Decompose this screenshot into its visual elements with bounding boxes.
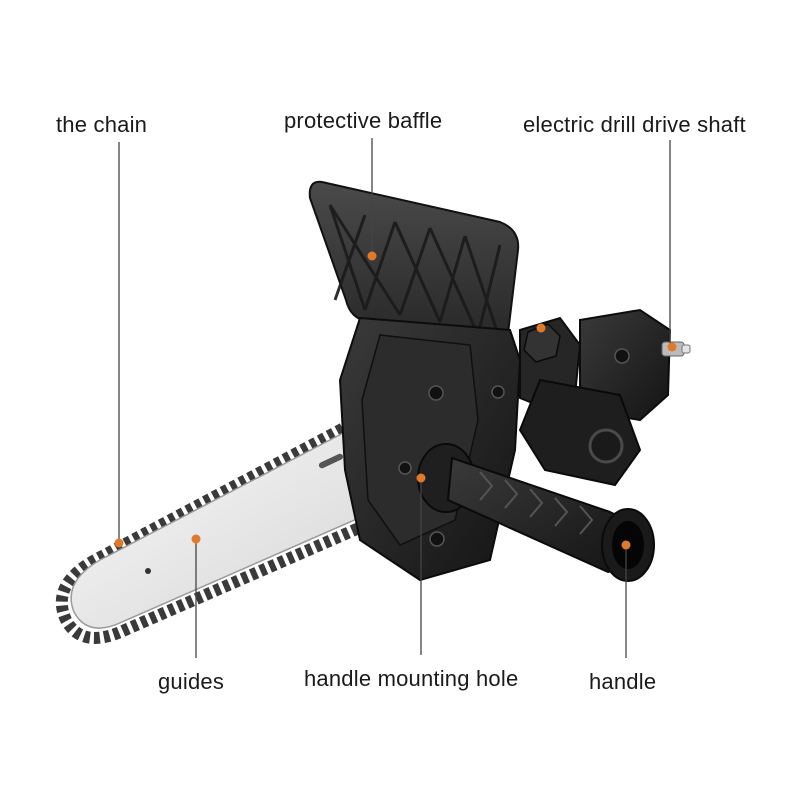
label-handle: handle (589, 669, 657, 694)
label-guides: guides (158, 669, 225, 694)
chain-icon (55, 401, 413, 644)
marker-guides (191, 534, 201, 544)
label-handle-mounting-hole: handle mounting hole (304, 666, 519, 691)
gearbox-icon (518, 308, 672, 487)
guide-bar-icon (70, 416, 401, 629)
marker-chain (114, 538, 124, 548)
marker-gearbox (536, 323, 546, 333)
marker-handle (621, 540, 631, 550)
label-drive-shaft: electric drill drive shaft (523, 112, 746, 137)
label-protective-baffle: protective baffle (284, 108, 443, 133)
marker-shaft (667, 342, 677, 352)
marker-baffle (367, 251, 377, 261)
protective-baffle-icon (308, 180, 520, 352)
marker-hole (416, 473, 426, 483)
label-the-chain: the chain (56, 112, 148, 137)
leader-lines (118, 138, 671, 658)
markers (114, 251, 677, 550)
